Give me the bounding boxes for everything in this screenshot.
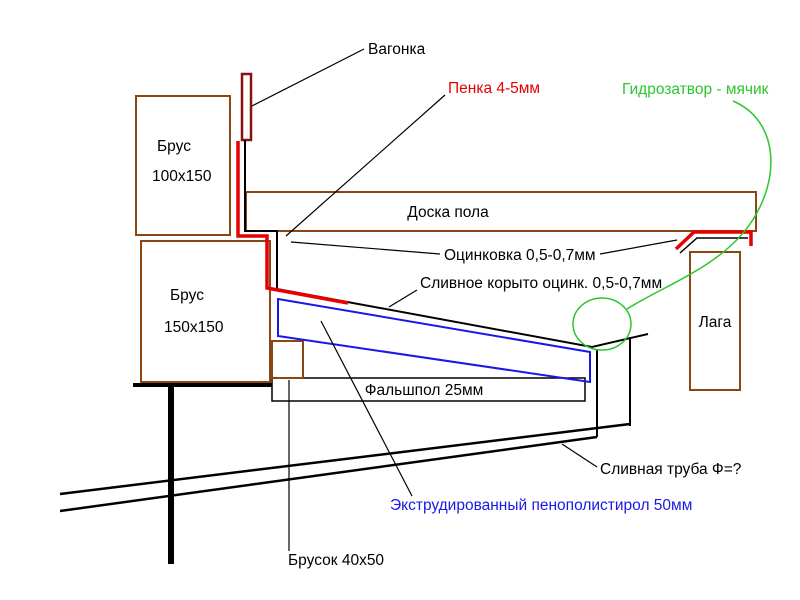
- polystyrene-slab: [277, 297, 591, 384]
- false-floor-outline: [271, 377, 586, 402]
- label-ocinkovka: Оцинковка 0,5-0,7мм: [444, 247, 596, 264]
- pipe-sloped-top-wall: [59, 422, 631, 496]
- water-seal-leader-curve: [626, 100, 772, 310]
- label-penopolistirol: Экструдированный пенополистирол 50мм: [390, 497, 692, 514]
- leader-koryto: [388, 289, 418, 308]
- label-slivnoe-koryto: Сливное корыто оцинк. 0,5-0,7мм: [420, 275, 662, 292]
- leader-ocinkovka-right: [599, 239, 678, 255]
- foam-strip-left: [236, 141, 349, 305]
- beam-100x150-outline: [135, 95, 231, 236]
- label-vagonka: Вагонка: [368, 41, 426, 58]
- label-falshpol: Фальшпол 25мм: [365, 382, 484, 399]
- label-laga: Лага: [699, 314, 732, 331]
- galvanized-angle-right: [679, 237, 748, 254]
- beam-150x150-outline: [140, 240, 271, 383]
- leader-ocinkovka-left: [290, 241, 441, 255]
- label-penka: Пенка 4-5мм: [448, 80, 540, 97]
- leader-penka: [285, 94, 446, 237]
- label-doska-pola: Доска пола: [407, 204, 489, 221]
- small-block-outline: [271, 340, 304, 379]
- label-gidrozatvor: Гидрозатвор - мячик: [622, 81, 769, 98]
- label-brus150-name: Брус: [170, 287, 204, 304]
- foam-strip-right: [674, 230, 753, 251]
- floor-board-outline: [245, 191, 757, 232]
- vagonka-plank: [240, 72, 253, 142]
- pipe-sloped-bottom-wall: [59, 435, 598, 513]
- label-brus150-size: 150х150: [164, 319, 224, 336]
- label-brusok: Брусок 40х50: [288, 552, 384, 569]
- leader-penopolistirol: [320, 320, 413, 497]
- label-slivnaya-truba: Сливная труба Ф=?: [600, 461, 742, 478]
- leader-truba: [561, 443, 598, 468]
- leader-vagonka: [251, 48, 365, 107]
- beam-100x150: [135, 95, 231, 236]
- galvanized-sheet-line: [244, 140, 649, 349]
- joist-outline: [689, 251, 741, 391]
- label-brus100-size: 100х150: [152, 168, 212, 185]
- label-brus100-name: Брус: [157, 138, 191, 155]
- beam-150x150: [140, 240, 271, 383]
- water-seal-ball: [572, 297, 632, 351]
